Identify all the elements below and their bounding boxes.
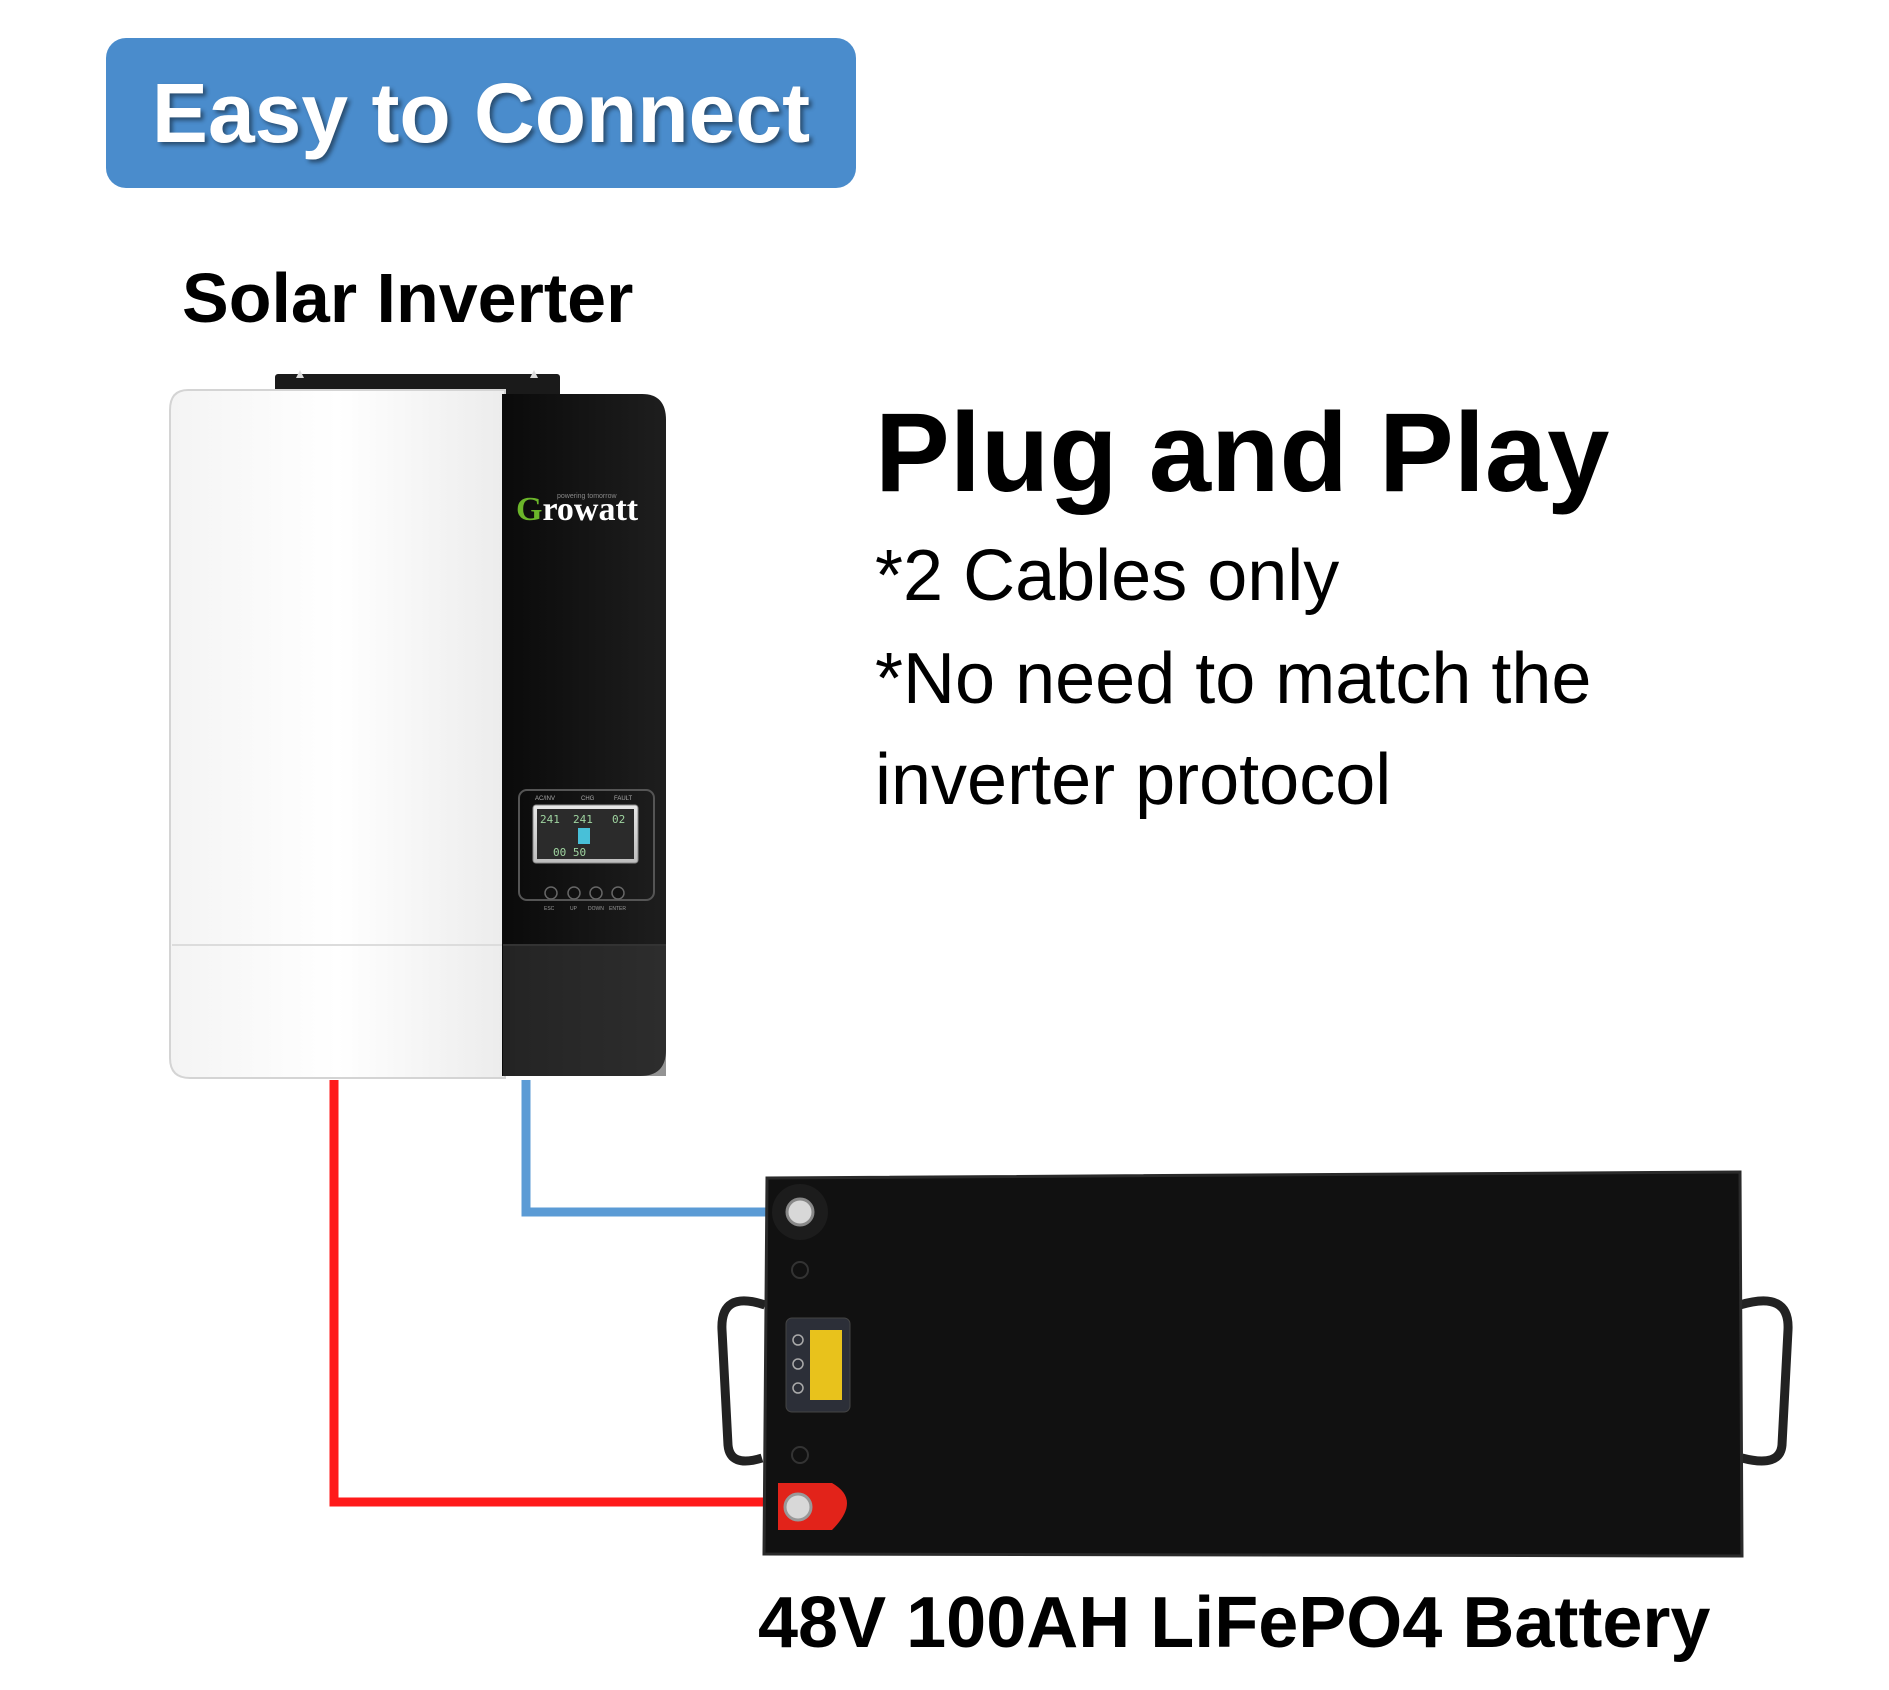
right-handle	[1738, 1296, 1793, 1466]
up-label: UP	[570, 906, 578, 912]
esc-label: ESC	[544, 906, 555, 912]
esc-button	[544, 886, 558, 900]
lcd-mid: 241	[573, 813, 593, 826]
enter-label: ENTER	[609, 906, 626, 912]
brand-tagline: powering tomorrow	[557, 493, 617, 500]
lcd-left: 241	[540, 813, 560, 826]
inverter-label: Solar Inverter	[182, 259, 634, 337]
bullet-protocol: *No need to match the	[875, 639, 1592, 719]
down-button	[589, 886, 603, 900]
indicator-chg: CHG	[581, 796, 595, 802]
enter-button	[611, 886, 625, 900]
lcd-right: 02	[612, 813, 625, 826]
bullet-cables: *2 Cables only	[875, 536, 1340, 616]
indicator-fault: FAULT	[614, 796, 633, 802]
badge-text: Easy to Connect	[151, 65, 811, 160]
negative-terminal	[785, 1197, 815, 1227]
negative-cable	[521, 1080, 800, 1217]
positive-cable	[329, 1080, 790, 1507]
battery-label: 48V 100AH LiFePO4 Battery	[758, 1583, 1711, 1663]
left-handle	[717, 1296, 767, 1466]
indicator-ac-inv: AC/INV	[535, 796, 555, 802]
headline: Plug and Play	[875, 390, 1610, 515]
title-badge: Easy to Connect	[106, 38, 856, 188]
up-button	[567, 886, 581, 900]
down-label: DOWN	[588, 906, 604, 912]
lcd-bottom: 00 50	[553, 846, 586, 859]
battery-unit	[717, 1170, 1793, 1558]
brand-logo: Growatt	[516, 491, 639, 528]
inverter-unit: powering tomorrow Growatt AC/INV CHG FAU…	[169, 370, 666, 1079]
bullet-protocol-cont: inverter protocol	[875, 740, 1392, 820]
